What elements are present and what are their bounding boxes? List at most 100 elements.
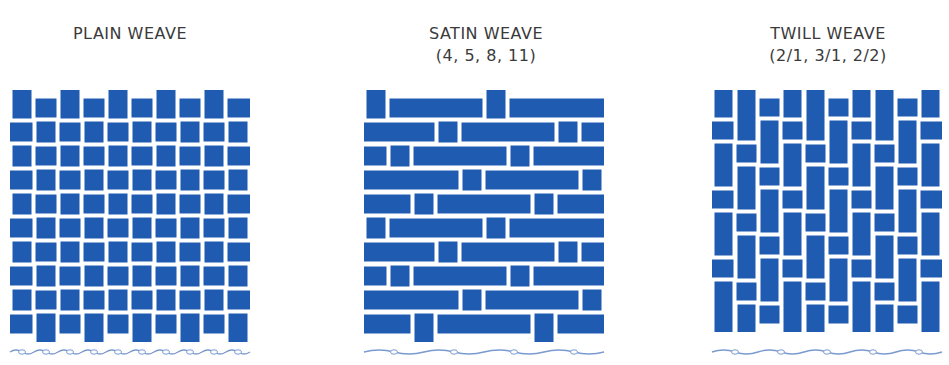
twill-weave-warp (807, 90, 825, 141)
plain-weave-weft (204, 219, 225, 238)
satin-section-yarn (391, 350, 398, 354)
plain-weave-warp (181, 314, 200, 343)
satin-weave-weft (510, 99, 605, 118)
twill-weave-weft (921, 122, 943, 140)
twill-section-yarn (732, 350, 739, 354)
satin-weave-warp (535, 194, 554, 215)
twill-weave-warp (922, 282, 940, 333)
twill-weave-warp (876, 90, 894, 141)
twill-weave-warp (784, 144, 802, 187)
plain-weave-weft (180, 243, 201, 262)
twill-weave-weft (712, 191, 734, 209)
satin-section (364, 350, 604, 354)
satin-weave-weft (534, 267, 605, 286)
twill-weave-warp (922, 213, 940, 256)
satin-weave-warp (511, 146, 530, 167)
plain-weave-warp (157, 290, 176, 311)
twill-weave-weft (760, 306, 780, 324)
twill-section-yarn (870, 350, 877, 354)
plain-weave-weft (156, 267, 177, 286)
twill-weave-warp (876, 305, 894, 333)
satin-weave-warp (391, 266, 410, 287)
plain-weave-warp (85, 170, 104, 191)
satin-weave-weft (414, 147, 507, 166)
plain-weave-warp (157, 146, 176, 167)
twill-weave-weft (829, 237, 849, 255)
twill-weave-warp (922, 90, 940, 118)
plain-weave-warp (13, 146, 32, 167)
twill-weave-weft (875, 283, 895, 301)
plain-weave-weft (180, 99, 201, 118)
plain-weave-warp (205, 194, 224, 215)
twill-weave-weft (737, 145, 757, 163)
plain-weave-weft (180, 195, 201, 214)
satin-weave-warp (415, 194, 434, 215)
plain-weave-weft (84, 291, 105, 310)
twill-weave-weft (829, 99, 849, 117)
plain-weave-warp (205, 242, 224, 263)
plain-section-yarn (91, 350, 98, 354)
plain-weave-weft (10, 267, 33, 286)
plain-weave-weft (36, 243, 57, 262)
satin-weave-warp (583, 170, 602, 191)
plain-weave-warp (13, 90, 32, 119)
plain-weave-weft (10, 171, 33, 190)
twill-weave-warp (738, 90, 756, 141)
twill-weave-weft (712, 122, 734, 140)
plain-weave-warp (37, 170, 56, 191)
plain-weave-weft (132, 99, 153, 118)
twill-weave-warp (784, 213, 802, 256)
satin-weave-warp (439, 242, 458, 263)
plain-weave-warp (181, 218, 200, 239)
twill-weave-warp (738, 236, 756, 279)
plain-weave-weft (132, 195, 153, 214)
plain-weave-warp (133, 122, 152, 143)
satin-weave-warp (463, 170, 482, 191)
satin-weave-weft (364, 147, 387, 166)
satin-weave-weft (364, 267, 387, 286)
satin-weave-weft (390, 99, 483, 118)
plain-weave-weft (84, 195, 105, 214)
twill-weave-weft (712, 260, 734, 278)
plain-section-yarn (67, 350, 74, 354)
plain-weave-warp (109, 90, 128, 119)
satin-weave-weft (438, 195, 531, 214)
plain-weave-warp (61, 90, 80, 119)
twill-weave-warp (807, 305, 825, 333)
plain-section-yarn (139, 350, 146, 354)
plain-weave-weft (36, 291, 57, 310)
twill-weave-weft (829, 168, 849, 186)
satin-weave-warp (463, 290, 482, 311)
twill-weave-warp (738, 167, 756, 210)
plain-weave-warp (133, 218, 152, 239)
plain-weave-weft (36, 147, 57, 166)
satin-weave-weft (462, 243, 555, 262)
twill-weave-weft (898, 237, 918, 255)
twill-weave-weft (737, 214, 757, 232)
plain-weave-warp (13, 194, 32, 215)
plain-section-yarn (211, 350, 218, 354)
plain-weave-warp (37, 266, 56, 287)
twill-weave-weft (806, 145, 826, 163)
weave-title: (4, 5, 8, 11) (436, 46, 536, 65)
satin-weave-weft (486, 291, 579, 310)
twill-weave-weft (852, 122, 872, 140)
plain-weave-weft (204, 315, 225, 334)
twill-weave-warp (899, 259, 917, 302)
twill-weave-weft (760, 99, 780, 117)
plain-weave-weft (156, 171, 177, 190)
twill-weave-weft (783, 260, 803, 278)
plain-weave-weft (84, 99, 105, 118)
weave-title: TWILL WEAVE (770, 24, 886, 43)
satin-weave-warp (391, 146, 410, 167)
plain-weave-weft (108, 219, 129, 238)
twill-weave-weft (806, 283, 826, 301)
satin-section-yarn (511, 350, 518, 354)
plain-weave-warp (85, 266, 104, 287)
plain-weave-weft (156, 123, 177, 142)
satin-weave-warp (367, 218, 386, 239)
plain-weave-weft (84, 147, 105, 166)
satin-weave-weft (364, 243, 435, 262)
plain-weave-weft (60, 267, 81, 286)
plain-weave-warp (229, 218, 248, 239)
